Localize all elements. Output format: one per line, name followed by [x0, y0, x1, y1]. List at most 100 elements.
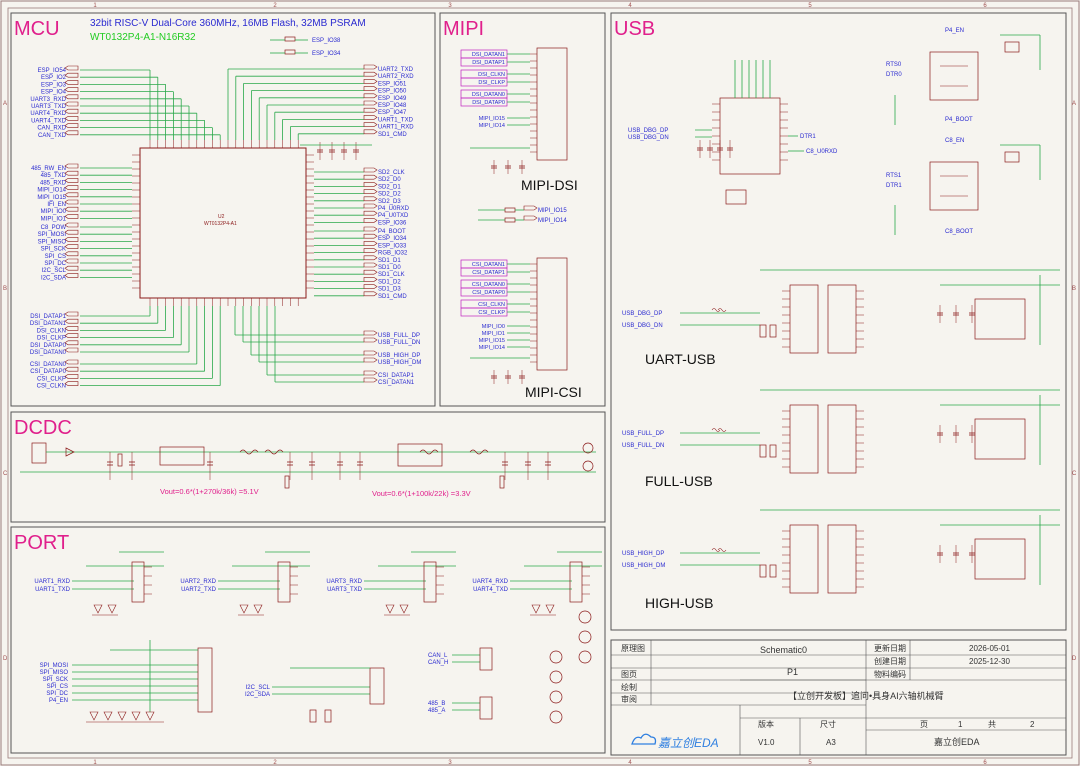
mcu-left-net-flag	[64, 273, 79, 278]
esd-diode	[385, 604, 395, 614]
ruler-top-label: 6	[983, 3, 987, 9]
usb-ch-net-label: DTR1	[800, 134, 816, 140]
transistor-block	[974, 538, 1026, 580]
mcu-left-bottom-net-label: CSI_DATAN0	[30, 362, 67, 368]
inner-frame	[7, 7, 1073, 759]
mcu-left-bottom-net-label: DSI_DATAP1	[30, 314, 66, 320]
boot-transistor-pair	[929, 161, 979, 211]
tvs-diode	[769, 324, 777, 338]
uart-tx-label: UART4_TXD	[473, 587, 509, 593]
mcu-right-net-flag	[363, 115, 378, 120]
mipi-dsi-connector: DSI_DATAN1DSI_DATAP1DSI_CLKNDSI_CLKPDSI_…	[460, 47, 568, 174]
mounting-hole	[578, 650, 592, 664]
mcu-top-net-label: ESP_IO34	[312, 51, 341, 57]
mcu-right-net-label: ESP_IO36	[378, 220, 407, 226]
ruler-bottom-label: 4	[628, 760, 632, 766]
buck-converter-3v3	[397, 443, 443, 467]
mcu-left-net-flag	[64, 108, 79, 114]
mcu-left-bottom-net-label: CSI_CLKN	[37, 384, 66, 390]
mcu-right-bottom-net-label: CSI_DATAP1	[378, 373, 414, 379]
usb-connector	[827, 284, 857, 354]
mipi-net-label: CSI_CLKP	[478, 310, 505, 316]
title-row-review-label: 审阅	[621, 694, 637, 704]
uart-connector	[277, 561, 291, 603]
usb-port-net-label: USB_DBG_DN	[622, 323, 663, 329]
mcu-left-net-flag	[64, 116, 79, 121]
tvs-diode	[759, 324, 767, 338]
mcu-right-net-flag	[363, 210, 378, 216]
mcu-right-net-flag	[363, 129, 378, 135]
mcu-top-net-label: ESP_IO38	[312, 38, 341, 44]
mcu-right-net-flag	[363, 100, 378, 106]
mcu-left-bottom-net-flag	[64, 311, 79, 317]
usb-boot-net-label: P4_BOOT	[945, 117, 973, 123]
button-switch	[1004, 151, 1020, 163]
usb-protection-chip	[789, 524, 819, 594]
uart-connector	[131, 561, 145, 603]
mcu-right-net-label: SD1_CMD	[378, 294, 407, 300]
mcu-right-net-label: SD2_D2	[378, 192, 401, 198]
mcu-left-bottom-net-flag	[64, 381, 79, 386]
i2c-net-label: I2C_SDA	[245, 692, 270, 698]
mcu-left-net-label: SPI_MISO	[38, 239, 67, 245]
esd-diode	[531, 604, 541, 614]
mcu-right-bottom-net-flag	[363, 357, 378, 363]
mcu-right-net-label: P4_U0TXD	[378, 213, 409, 219]
uart-tx-label: UART2_TXD	[181, 587, 217, 593]
mcu-right-net-flag	[363, 291, 378, 297]
mcu-left-net-flag	[64, 265, 79, 271]
test-point	[582, 460, 594, 472]
mcu-right-bottom-net-label: CSI_DATAN1	[378, 380, 415, 386]
can-connector	[479, 647, 493, 671]
mcu-chip-body	[139, 147, 307, 299]
mcu-subtitle: 32bit RISC-V Dual-Core 360MHz, 16MB Flas…	[90, 18, 366, 29]
project-name: 【立创开发板】追问•具身AI六轴机械臂	[788, 690, 944, 701]
mcu-right-net-flag	[363, 122, 378, 127]
mipi-section-title: MIPI	[443, 18, 484, 40]
mipi-net-label: DSI_DATAP1	[472, 60, 505, 66]
mcu-right-net-flag	[363, 218, 378, 223]
title-row-schematic-label: 原理图	[621, 644, 645, 653]
ruler-bottom-label: 1	[93, 760, 97, 766]
diode	[65, 447, 75, 457]
ruler-top-label: 1	[93, 3, 97, 9]
mipi-io-label: MIPI_IO15	[479, 116, 505, 122]
mcu-right-net-flag	[363, 277, 378, 282]
mcu-left-bottom-net-flag	[64, 340, 79, 346]
mcu-left-net-flag	[64, 199, 79, 205]
resistor	[309, 709, 317, 723]
inductor	[264, 449, 284, 455]
mounting-hole	[578, 630, 592, 644]
mcu-left-net-label: I2C_SCL	[42, 268, 67, 274]
mcu-chip-ref: U2	[218, 214, 225, 220]
mcu-left-net-label: CAN_TXD	[38, 133, 67, 139]
boot-transistor-pair	[929, 51, 979, 101]
usb-boot-net-label: DTR1	[886, 183, 902, 189]
mcu-right-net-label: ESP_IO47	[378, 110, 407, 116]
mipi-section-frame	[439, 12, 606, 407]
mounting-hole	[549, 650, 563, 664]
usb-port-net-label: USB_HIGH_DM	[622, 563, 665, 569]
mcu-left-net-label: MIPI_IO14	[37, 188, 66, 194]
mipi-io-label: MIPI_IO0	[482, 324, 505, 330]
ruler-top-label: 2	[273, 3, 277, 9]
spi-net-label: SPI_CS	[47, 684, 68, 690]
usb-boot-net-label: DTR0	[886, 72, 902, 78]
usb-dbg-net-label: USB_DBG_DP	[628, 128, 668, 134]
jlc-logo	[631, 733, 657, 745]
mcu-right-net-flag	[363, 241, 378, 246]
mcu-left-net-label: SPI_DC	[44, 261, 66, 267]
mcu-left-bottom-net-label: DSI_DATAP0	[30, 343, 66, 349]
mipi-net-label: DSI_DATAP0	[472, 100, 505, 106]
mcu-right-bottom-net-flag	[363, 350, 378, 356]
esd-diode	[131, 711, 141, 721]
mcu-right-net-label: RGB_IO32	[378, 251, 408, 257]
mcu-right-net-flag	[363, 262, 378, 268]
ruler-side-label: B	[1072, 286, 1076, 292]
mipi-csi-connector: CSI_DATAN1CSI_DATAP1CSI_DATAN0CSI_DATAP0…	[460, 257, 568, 384]
usb-section-frame	[610, 12, 1067, 631]
mcu-right-net-label: P4_U0RXD	[378, 206, 410, 212]
